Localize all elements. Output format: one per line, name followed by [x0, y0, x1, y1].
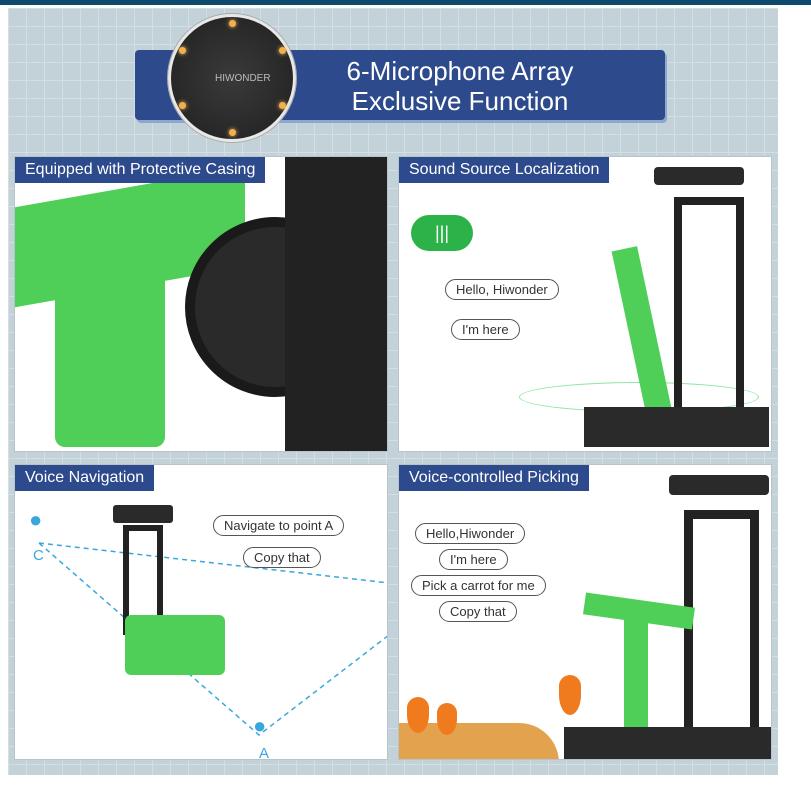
robot-arm-image: [624, 615, 648, 735]
point-label-a: A: [259, 745, 270, 760]
robot-base-image: [584, 407, 769, 447]
voice-icon: |||: [411, 215, 473, 251]
product-image: 6-Microphone Array Exclusive Function HI…: [8, 8, 778, 775]
robot-arm-image: [55, 267, 165, 447]
camera-image: [113, 505, 173, 523]
carrot-image: [559, 675, 581, 715]
speech-bubble: Hello,Hiwonder: [415, 523, 526, 544]
panel-protective-casing: Equipped with Protective Casing: [14, 156, 388, 452]
panel-voice-navigation: Voice Navigation ● C ● A Navigate to poi…: [14, 464, 388, 760]
microphone-array-image: HIWONDER: [168, 14, 296, 142]
banner-line-1: 6-Microphone Array: [346, 56, 574, 86]
point-label-c: C: [33, 547, 44, 564]
speech-bubble: Pick a carrot for me: [411, 575, 546, 596]
robot-car-image: [125, 615, 225, 675]
speech-bubble: Copy that: [243, 547, 321, 568]
mic-logo: HIWONDER: [215, 73, 271, 84]
frame-image: [684, 510, 759, 759]
panel-title: Equipped with Protective Casing: [15, 157, 266, 183]
speech-bubble: Copy that: [439, 601, 517, 622]
speech-bubble: I'm here: [439, 549, 508, 570]
panel-sound-localization: Sound Source Localization ||| Hello, Hiw…: [398, 156, 772, 452]
banner-line-2: Exclusive Function: [351, 86, 569, 116]
camera-image: [654, 167, 744, 185]
carrot-image: [407, 697, 429, 733]
speech-bubble: Navigate to point A: [213, 515, 345, 536]
panel-title: Voice-controlled Picking: [399, 465, 589, 491]
panel-title: Sound Source Localization: [399, 157, 610, 183]
location-pin-icon: ●: [29, 507, 43, 532]
soil-image: [399, 723, 559, 759]
camera-image: [669, 475, 769, 495]
robot-base-image: [564, 727, 771, 759]
panel-title: Voice Navigation: [15, 465, 155, 491]
speech-bubble: I'm here: [451, 319, 520, 340]
speech-bubble: Hello, Hiwonder: [445, 279, 559, 300]
frame-image: [285, 157, 387, 451]
carrot-image: [437, 703, 457, 735]
panel-voice-picking: Voice-controlled Picking Hello,Hiwonder …: [398, 464, 772, 760]
navigation-path: [38, 542, 387, 736]
location-pin-icon: ●: [253, 713, 267, 738]
top-bar: [0, 0, 811, 5]
